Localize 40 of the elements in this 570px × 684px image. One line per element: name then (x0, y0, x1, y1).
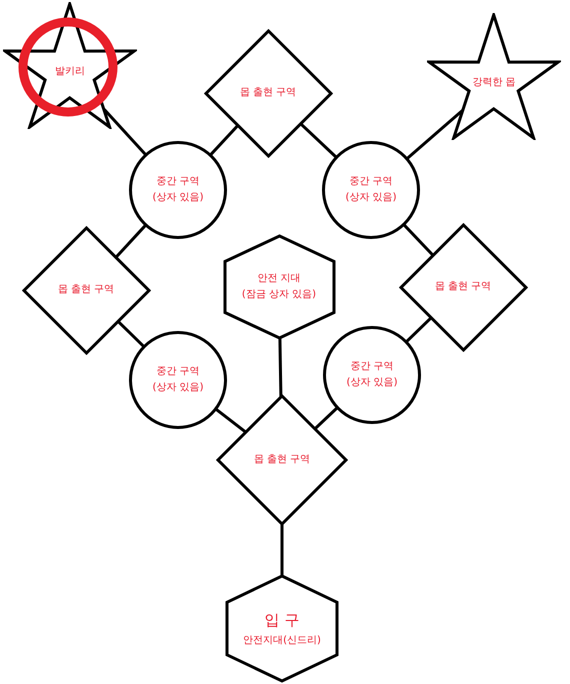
hexagon-node (225, 574, 339, 682)
connector-line (116, 320, 145, 348)
star-node (427, 13, 561, 140)
zone-label: 몹 출현 구역 (58, 283, 114, 297)
zone-label: 중간 구역 (350, 360, 394, 374)
zone-label: (상자 있음) (346, 376, 398, 390)
zone-label: (상자 있음) (152, 381, 204, 395)
zone-label: (잠금 상자 있음) (242, 288, 316, 302)
connector-line (114, 224, 147, 258)
zone-label: 몹 출현 구역 (240, 86, 296, 100)
zone-label: 중간 구역 (349, 175, 393, 189)
diamond-node (398, 222, 528, 352)
connector-line (299, 122, 338, 158)
circle-node (128, 330, 228, 430)
connector-line (314, 406, 338, 430)
zone-label: 강력한 몹 (472, 76, 516, 90)
star-node (3, 2, 137, 129)
connector-line (405, 316, 432, 343)
zone-label: 몹 출현 구역 (254, 453, 310, 467)
circle-node (321, 140, 421, 240)
zone-label: 안전 지대 (257, 272, 301, 286)
zone-label: (상자 있음) (346, 191, 396, 205)
zone-label: 중간 구역 (156, 365, 200, 379)
circle-node (322, 325, 422, 425)
zone-label: 안전지대(신드리) (243, 634, 321, 648)
zone-label: 발키리 (54, 64, 85, 79)
connector-line (280, 524, 284, 576)
diamond-node (204, 28, 332, 158)
connector-line (402, 224, 434, 256)
connector-line (210, 124, 239, 156)
hexagon-node (222, 234, 336, 340)
connector-line (278, 338, 282, 398)
zone-label: 중간 구역 (156, 175, 200, 189)
entrance-title: 입 구 (264, 610, 300, 631)
circle-node (128, 140, 228, 240)
diamond-node (22, 226, 150, 354)
diamond-node (216, 394, 348, 526)
zone-label: (상자 있음) (152, 191, 204, 205)
connector-line (215, 408, 247, 434)
zone-label: 몹 출현 구역 (434, 280, 492, 294)
